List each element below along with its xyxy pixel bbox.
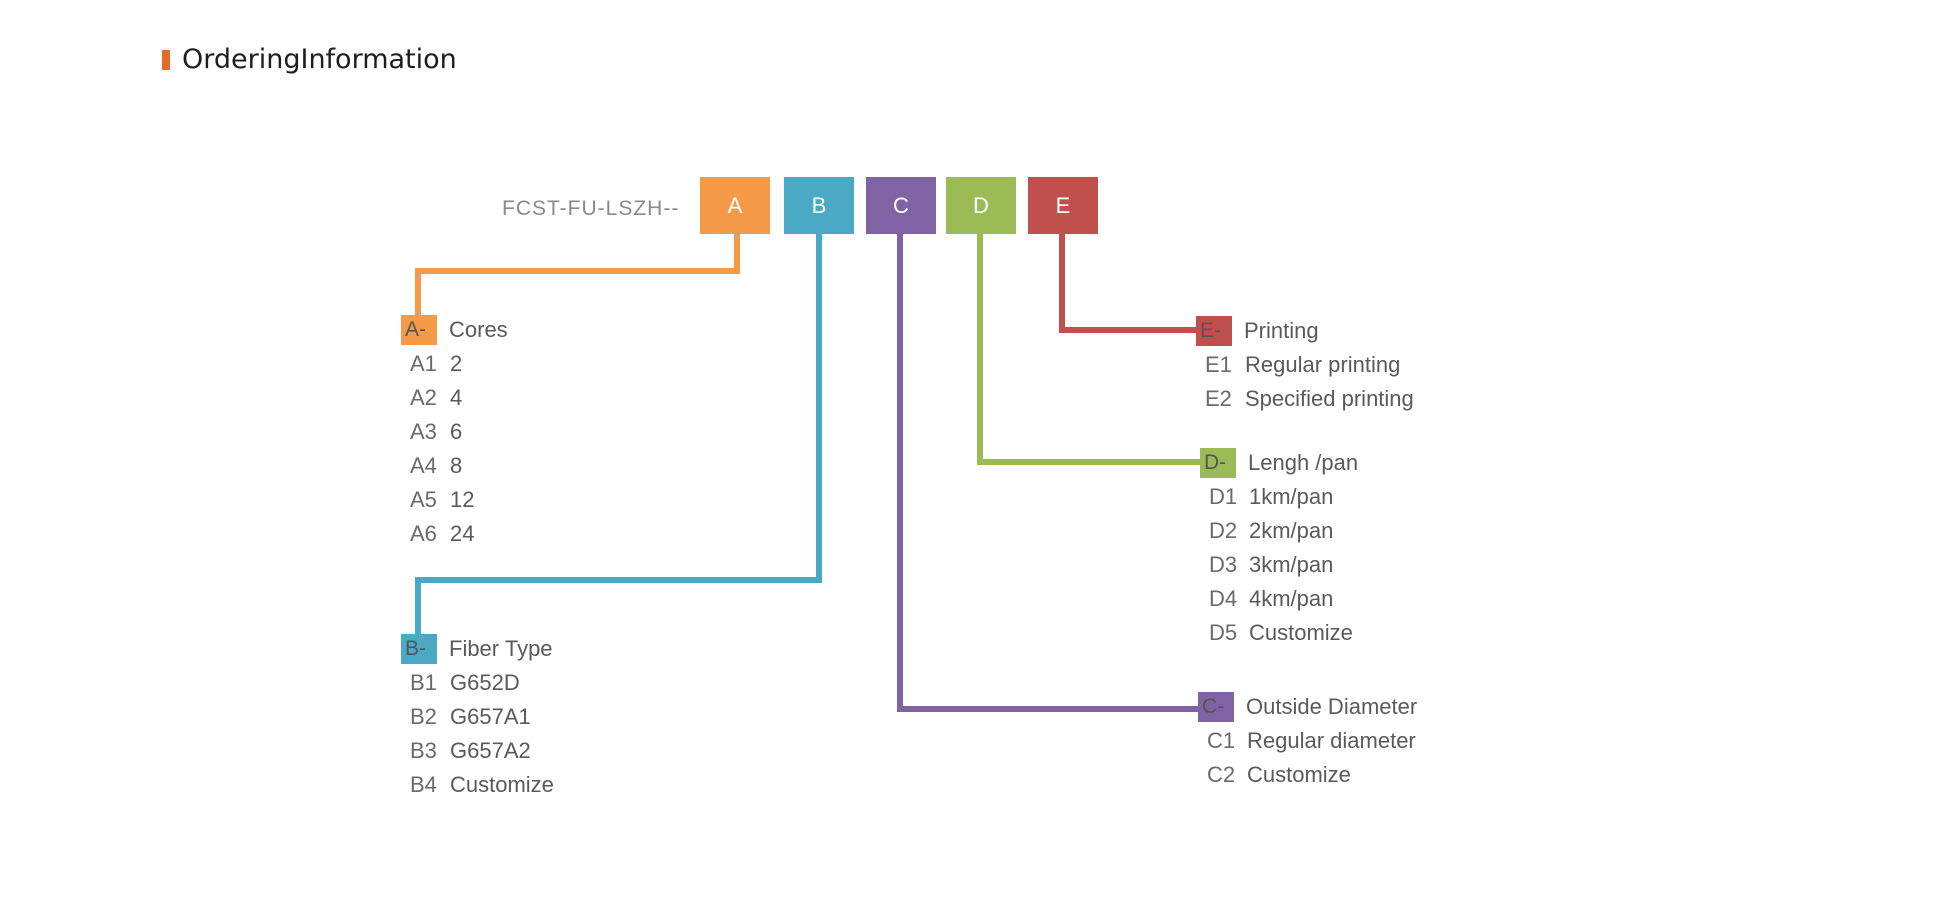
option-code: D1 xyxy=(1209,484,1238,509)
option-row: B4 Customize xyxy=(401,768,554,802)
code-box-d: D xyxy=(946,177,1016,234)
option-row: B1 G652D xyxy=(401,666,554,700)
option-code: B3 xyxy=(410,738,437,763)
code-box-a: A xyxy=(700,177,770,234)
option-value: 6 xyxy=(450,419,463,444)
option-code: C1 xyxy=(1207,728,1236,753)
group-header: C- Outside Diameter xyxy=(1198,690,1417,724)
option-code: B2 xyxy=(410,704,437,729)
group-length-per-pan: D- Lengh /pan D1 1km/pan D2 2km/pan D3 3km/… xyxy=(1200,446,1358,650)
option-value: 4km/pan xyxy=(1249,586,1334,611)
option-value: Customize xyxy=(1247,762,1351,787)
option-value: Customize xyxy=(1249,620,1353,645)
code-box-b: B xyxy=(784,177,854,234)
option-row: D1 1km/pan xyxy=(1200,480,1358,514)
group-label: Lengh /pan xyxy=(1248,450,1359,475)
option-code: D3 xyxy=(1209,552,1238,577)
group-tag: E- xyxy=(1196,316,1232,346)
option-row: C2 Customize xyxy=(1198,758,1417,792)
option-row: C1 Regular diameter xyxy=(1198,724,1417,758)
option-value: Regular printing xyxy=(1245,352,1401,377)
group-outside-diameter: C- Outside Diameter C1 Regular diameter C… xyxy=(1198,690,1417,792)
group-header: A- Cores xyxy=(401,313,508,347)
code-box-e: E xyxy=(1028,177,1098,234)
option-value: Regular diameter xyxy=(1247,728,1416,753)
option-code: A6 xyxy=(410,521,437,546)
group-header: D- Lengh /pan xyxy=(1200,446,1358,480)
group-label: Cores xyxy=(449,317,508,342)
group-label: Printing xyxy=(1244,318,1319,343)
option-row: A4 8 xyxy=(401,449,508,483)
option-code: D4 xyxy=(1209,586,1238,611)
option-code: D2 xyxy=(1209,518,1238,543)
group-printing: E- Printing E1 Regular printing E2 Specifi… xyxy=(1196,314,1414,416)
option-code: A4 xyxy=(410,453,437,478)
option-row: D2 2km/pan xyxy=(1200,514,1358,548)
option-row: B2 G657A1 xyxy=(401,700,554,734)
option-code: E1 xyxy=(1205,352,1232,377)
option-code: A2 xyxy=(410,385,437,410)
option-value: 4 xyxy=(450,385,463,410)
option-row: A6 24 xyxy=(401,517,508,551)
option-row: D5 Customize xyxy=(1200,616,1358,650)
group-label: Fiber Type xyxy=(449,636,553,661)
option-row: A5 12 xyxy=(401,483,508,517)
group-tag: A- xyxy=(401,315,437,345)
option-value: G652D xyxy=(450,670,520,695)
option-row: A1 2 xyxy=(401,347,508,381)
title-accent-bar xyxy=(162,50,170,70)
option-code: A3 xyxy=(410,419,437,444)
option-code: A5 xyxy=(410,487,437,512)
code-box-c: C xyxy=(866,177,936,234)
connector-b xyxy=(415,234,822,636)
option-value: 1km/pan xyxy=(1249,484,1334,509)
group-tag: D- xyxy=(1200,448,1236,478)
connector-c xyxy=(897,234,1200,712)
option-value: 2 xyxy=(450,351,463,376)
group-label: Outside Diameter xyxy=(1246,694,1418,719)
page-title: OrderingInformation xyxy=(182,44,457,75)
option-value: G657A1 xyxy=(450,704,531,729)
option-value: 3km/pan xyxy=(1249,552,1334,577)
option-row: D3 3km/pan xyxy=(1200,548,1358,582)
option-value: 2km/pan xyxy=(1249,518,1334,543)
option-code: E2 xyxy=(1205,386,1232,411)
connector-d xyxy=(977,234,1206,465)
option-row: B3 G657A2 xyxy=(401,734,554,768)
option-code: C2 xyxy=(1207,762,1236,787)
option-code: B4 xyxy=(410,772,437,797)
option-value: 24 xyxy=(450,521,475,546)
option-row: E1 Regular printing xyxy=(1196,348,1414,382)
option-row: E2 Specified printing xyxy=(1196,382,1414,416)
option-value: Specified printing xyxy=(1245,386,1414,411)
option-value: 12 xyxy=(450,487,475,512)
option-code: B1 xyxy=(410,670,437,695)
group-tag: B- xyxy=(401,634,437,664)
group-tag: C- xyxy=(1198,692,1234,722)
option-code: A1 xyxy=(410,351,437,376)
connector-e xyxy=(1059,234,1196,333)
option-value: 8 xyxy=(450,453,463,478)
option-value: Customize xyxy=(450,772,554,797)
option-row: D4 4km/pan xyxy=(1200,582,1358,616)
group-header: E- Printing xyxy=(1196,314,1414,348)
group-cores: A- Cores A1 2 A2 4 A3 6 A4 8 A5 12 A6 24 xyxy=(401,313,508,551)
connector-a xyxy=(415,234,740,318)
code-prefix: FCST-FU-LSZH-- xyxy=(502,197,680,220)
group-header: B- Fiber Type xyxy=(401,632,554,666)
option-row: A3 6 xyxy=(401,415,508,449)
option-row: A2 4 xyxy=(401,381,508,415)
option-value: G657A2 xyxy=(450,738,531,763)
option-code: D5 xyxy=(1209,620,1238,645)
